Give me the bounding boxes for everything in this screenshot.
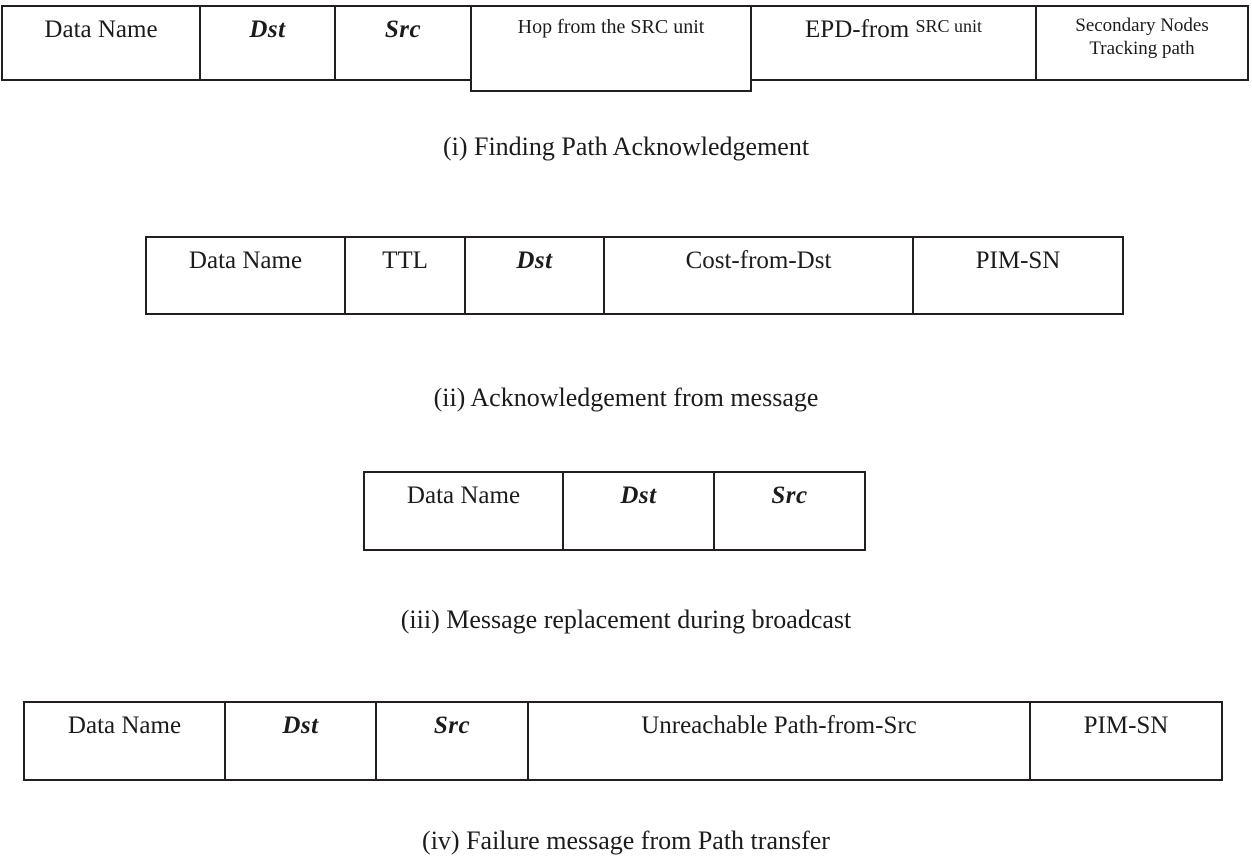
secondary-nodes-line1: Secondary Nodes	[1075, 15, 1209, 36]
packet-table-iv: Data Name Dst Src Unreachable Path-from-…	[23, 701, 1223, 783]
packet-field-data-name: Data Name	[363, 471, 564, 551]
packet-field-data-name: Data Name	[145, 236, 346, 315]
packet-field-dst: Dst	[464, 236, 605, 315]
packet-field-src: Src	[334, 5, 472, 81]
packet-field-pim-sn: PIM-SN	[912, 236, 1124, 315]
packet-field-data-name: Data Name	[23, 701, 226, 781]
packet-field-dst: Dst	[224, 701, 377, 781]
caption-i: (i) Finding Path Acknowledgement	[442, 132, 810, 161]
packet-field-dst: Dst	[562, 471, 715, 551]
packet-table-iii: Data Name Dst Src	[363, 471, 866, 553]
packet-field-unreachable-path-from-src: Unreachable Path-from-Src	[527, 701, 1031, 781]
caption-ii: (ii) Acknowledgement from message	[433, 383, 819, 412]
packet-field-cost-from-dst: Cost-from-Dst	[603, 236, 914, 315]
epd-from-label: EPD-from	[805, 16, 910, 43]
packet-field-secondary-nodes-tracking-path: Secondary Nodes Tracking path	[1035, 5, 1249, 81]
caption-iii: (iii) Message replacement during broadca…	[400, 605, 852, 634]
packet-field-src: Src	[375, 701, 529, 781]
packet-field-data-name: Data Name	[1, 5, 201, 81]
packet-field-dst: Dst	[199, 5, 336, 81]
secondary-nodes-line2: Tracking path	[1089, 38, 1195, 60]
packet-field-src: Src	[713, 471, 866, 551]
epd-from-sublabel: SRC unit	[915, 16, 982, 36]
packet-field-ttl: TTL	[344, 236, 466, 315]
packet-table-i: Data Name Dst Src Hop from the SRC unit …	[1, 5, 1249, 97]
packet-field-epd-from-src-unit: EPD-from SRC unit	[750, 5, 1037, 81]
packet-field-pim-sn: PIM-SN	[1029, 701, 1223, 781]
packet-table-ii: Data Name TTL Dst Cost-from-Dst PIM-SN	[145, 236, 1124, 318]
packet-field-hop-from-src-unit: Hop from the SRC unit	[470, 5, 752, 92]
caption-iv: (iv) Failure message from Path transfer	[422, 826, 830, 855]
